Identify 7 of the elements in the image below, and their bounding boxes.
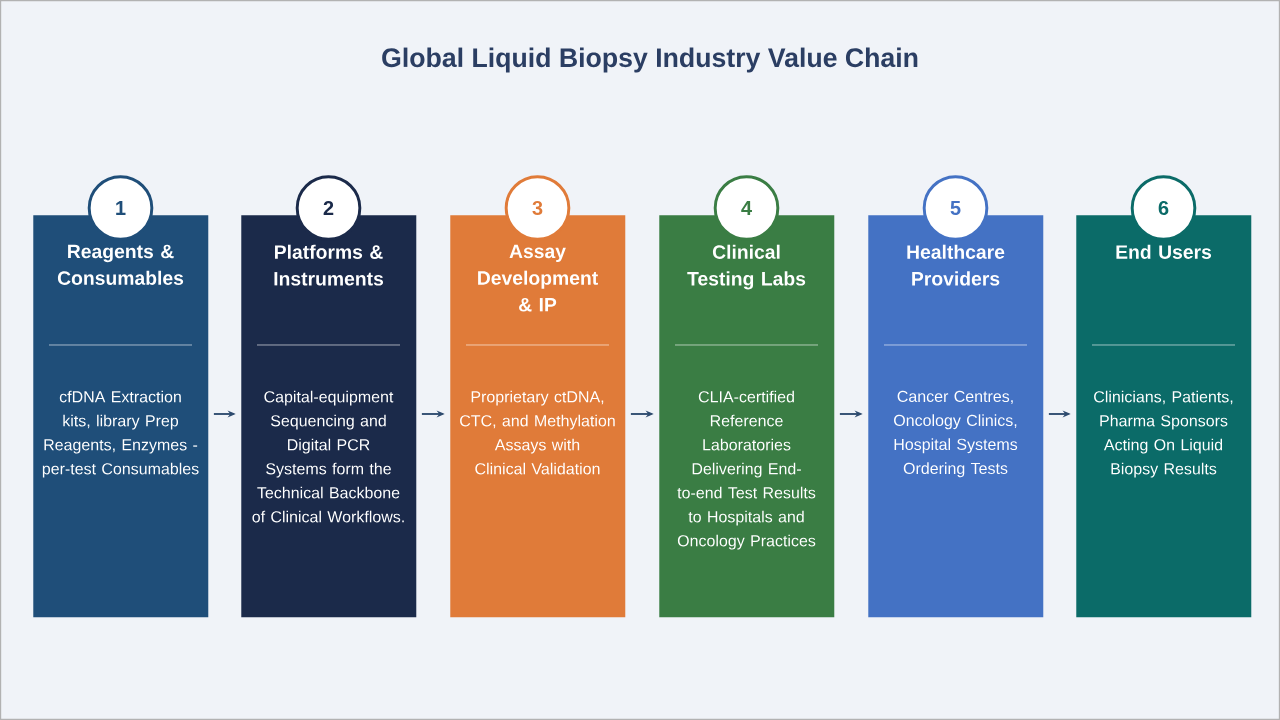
stage-column: Platforms & Instruments Capital-equipment Sequencing and Digital PCR Systems form the Technical Backbone of Clinical Workflows. — [241, 215, 417, 618]
stage-column: Healthcare Providers Cancer Centres, Oncology Clinics, Hospital Systems Ordering Tests — [868, 215, 1044, 618]
stage-column: Assay Development & IP Proprietary ctDNA, CTC, and Methylation Assays with Clinical Validation — [450, 215, 626, 618]
stage-column: End Users Clinicians, Patients, Pharma Sponsors Acting On Liquid Biopsy Results — [1076, 215, 1252, 618]
stage-column: Reagents & Consumables cfDNA Extraction kits, library Prep Reagents, Enzymes - per-test Consumables — [33, 215, 209, 618]
stage-column: Clinical Testing Labs CLIA-certified Reference Laboratories Delivering End-to-end Test Results to Hospitals and Oncology Practices — [659, 215, 835, 618]
title: Global Liquid Biopsy Industry Value Chain — [382, 47, 918, 73]
